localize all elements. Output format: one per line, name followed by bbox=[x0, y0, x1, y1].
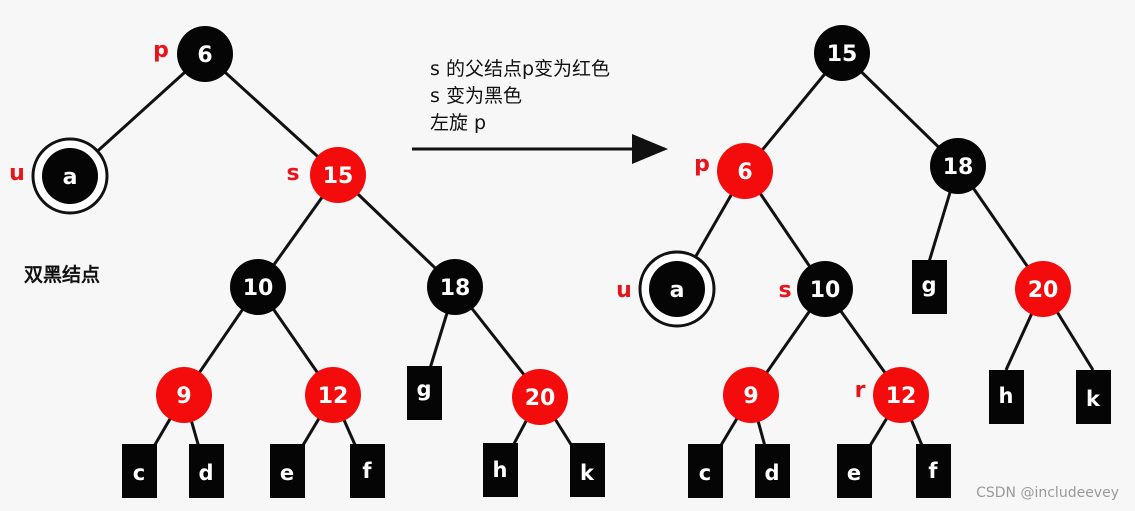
double-black-caption: 双黑结点 bbox=[24, 263, 100, 286]
left-node-u-label: a bbox=[63, 165, 78, 190]
right-node-root-label: 15 bbox=[827, 42, 858, 67]
transform-step-3: 左旋 p bbox=[430, 112, 486, 134]
left-leaf-c: c bbox=[122, 444, 157, 498]
right-node-u-label: a bbox=[670, 278, 685, 303]
left-node-s-label: 15 bbox=[323, 164, 354, 189]
right-leaf-h-label: h bbox=[999, 384, 1014, 408]
left-node-18-label: 18 bbox=[440, 276, 471, 301]
left-node-10: 10 bbox=[230, 259, 286, 315]
watermark: CSDN @includeevey bbox=[976, 485, 1119, 501]
left-node-20-label: 20 bbox=[525, 386, 556, 411]
right-leaf-g-label: g bbox=[921, 273, 936, 297]
transform-step-2: s 变为黑色 bbox=[430, 85, 522, 107]
left-node-12-label: 12 bbox=[318, 384, 349, 409]
right-node-20: 20 bbox=[1015, 261, 1071, 317]
left-leaf-e-label: e bbox=[280, 461, 294, 485]
left-leaf-c-label: c bbox=[133, 461, 145, 485]
right-leaf-d-label: d bbox=[764, 461, 779, 485]
right-role-p: p bbox=[694, 152, 710, 177]
right-leaf-e-label: e bbox=[847, 461, 861, 485]
right-node-9-label: 9 bbox=[743, 384, 758, 409]
right-role-s: s bbox=[778, 278, 791, 303]
transform-step-1: s 的父结点p变为红色 bbox=[430, 58, 610, 80]
left-node-12: 12 bbox=[305, 367, 361, 423]
left-leaf-g-label: g bbox=[416, 377, 431, 401]
right-leaf-k-label: k bbox=[1086, 387, 1101, 411]
left-node-p-label: 6 bbox=[197, 43, 212, 68]
left-node-9-label: 9 bbox=[176, 384, 191, 409]
left-leaf-k-label: k bbox=[580, 461, 595, 485]
right-leaf-d: d bbox=[755, 444, 790, 498]
left-leaf-g: g bbox=[407, 366, 442, 420]
left-leaf-k: k bbox=[570, 443, 605, 497]
right-leaf-e: e bbox=[837, 444, 872, 498]
left-node-u: a bbox=[42, 148, 98, 204]
right-node-p-label: 6 bbox=[737, 160, 752, 185]
right-node-root: 15 bbox=[814, 25, 870, 81]
left-node-10-label: 10 bbox=[243, 276, 274, 301]
right-role-r: r bbox=[855, 378, 866, 403]
left-role-u: u bbox=[9, 161, 25, 186]
right-leaf-c-label: c bbox=[699, 461, 711, 485]
left-leaf-d: d bbox=[189, 444, 224, 498]
right-node-20-label: 20 bbox=[1028, 278, 1059, 303]
left-leaf-f: f bbox=[350, 444, 385, 498]
right-role-u: u bbox=[616, 278, 632, 303]
left-node-20: 20 bbox=[512, 369, 568, 425]
right-node-s: 10 bbox=[797, 261, 853, 317]
right-leaf-f-label: f bbox=[928, 459, 938, 483]
right-node-s-label: 10 bbox=[810, 278, 841, 303]
left-leaf-d-label: d bbox=[198, 461, 213, 485]
right-node-r-label: 12 bbox=[886, 384, 917, 409]
right-node-9: 9 bbox=[723, 367, 779, 423]
left-role-p: p bbox=[153, 38, 169, 63]
left-node-s: 15 bbox=[310, 147, 366, 203]
right-node-u: a bbox=[649, 261, 705, 317]
right-leaf-f: f bbox=[916, 444, 951, 498]
left-node-p: 6 bbox=[177, 26, 233, 82]
left-leaf-f-label: f bbox=[362, 459, 372, 483]
left-leaf-e: e bbox=[270, 444, 305, 498]
left-role-s: s bbox=[286, 161, 299, 186]
left-node-18: 18 bbox=[427, 259, 483, 315]
right-node-18: 18 bbox=[930, 138, 986, 194]
right-node-r: 12 bbox=[873, 367, 929, 423]
right-node-18-label: 18 bbox=[943, 155, 974, 180]
transform-steps: s 的父结点p变为红色 s 变为黑色 左旋 p bbox=[430, 58, 610, 134]
left-leaf-h-label: h bbox=[493, 458, 508, 482]
right-leaf-h: h bbox=[989, 370, 1024, 424]
right-leaf-k: k bbox=[1076, 370, 1111, 424]
right-leaf-c: c bbox=[688, 444, 723, 498]
right-leaf-g: g bbox=[912, 260, 947, 314]
edge-left-p-s bbox=[203, 52, 340, 177]
left-node-9: 9 bbox=[156, 367, 212, 423]
left-leaf-h: h bbox=[483, 443, 518, 497]
right-node-p: 6 bbox=[717, 143, 773, 199]
